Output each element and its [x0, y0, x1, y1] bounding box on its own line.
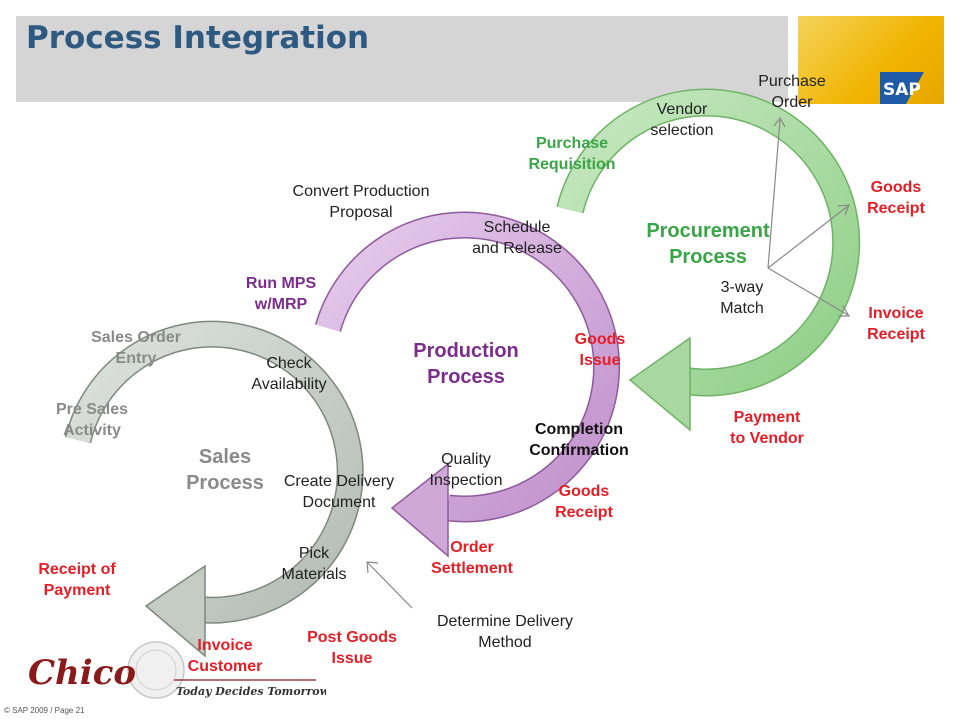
chico-logo: Chico Today Decides Tomorrow	[28, 641, 326, 699]
three-way-match-lines	[767, 116, 851, 317]
sales-cycle-arrow	[64, 320, 364, 658]
sap-logo-text: SAP	[883, 80, 921, 100]
chico-logo-name: Chico	[28, 653, 136, 693]
sap-gold-panel	[798, 16, 944, 104]
title-bar	[16, 16, 788, 102]
delivery-method-pointer	[366, 561, 413, 609]
page-title: Process Integration	[26, 20, 370, 56]
footer-copyright: © SAP 2009 / Page 21	[4, 706, 85, 715]
seal-icon	[127, 641, 185, 699]
sap-logo: SAP	[880, 72, 924, 104]
procurement-cycle-arrow	[556, 88, 861, 432]
chico-logo-tagline: Today Decides Tomorrow	[176, 685, 326, 698]
production-cycle-arrow	[315, 211, 620, 558]
